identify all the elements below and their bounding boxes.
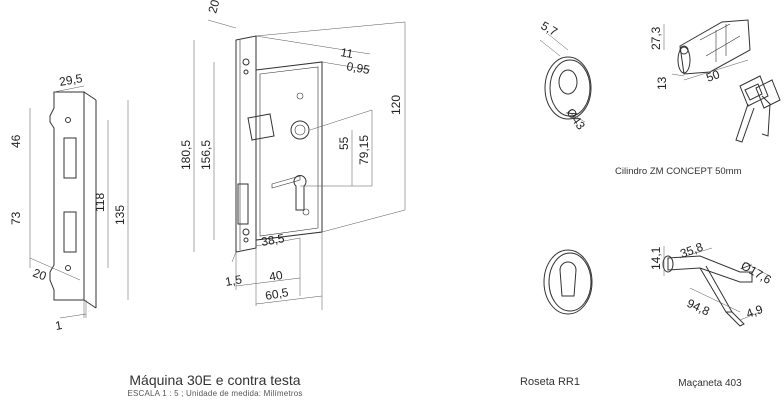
dim-lock-60-5: 60,5 (264, 285, 290, 303)
dim-cylinder-50: 50 (704, 67, 722, 85)
key (735, 75, 781, 143)
dim-cylinder-13: 13 (655, 76, 669, 90)
rosette-round (539, 33, 592, 123)
main-caption: Máquina 30E e contra testa (129, 372, 301, 388)
dim-lock-20: 20 (205, 0, 222, 15)
scale-note: ESCALA 1 : 5 ; Unidade de medida: Milíme… (127, 389, 303, 398)
latch-bolt (247, 113, 275, 141)
dim-lock-1-5: 1,5 (224, 272, 243, 289)
dim-lock-11: 11 (339, 45, 354, 61)
dim-strike-20: 20 (31, 266, 49, 284)
dim-handle-diameter-17-6: Ø17,6 (739, 258, 775, 287)
dim-handle-35-8: 35,8 (678, 240, 705, 261)
strike-upper-slot (63, 137, 77, 179)
dim-lock-38-5: 38,5 (260, 231, 286, 249)
faceplate-bottom-screw (242, 228, 250, 236)
cylinder (663, 19, 751, 81)
dim-lock-120: 120 (389, 95, 403, 115)
roseta-caption: Roseta RR1 (520, 376, 580, 388)
dim-handle-14-1: 14,1 (649, 246, 663, 270)
lock-body (193, 19, 406, 310)
dim-handle-94-8: 94,8 (685, 296, 712, 319)
lock-faceplate (235, 35, 257, 253)
dim-strike-46: 46 (9, 134, 23, 148)
faceplate-top-screw-2 (243, 69, 249, 75)
handle-403 (662, 246, 771, 327)
strike-lower-slot (63, 211, 77, 253)
faceplate-top-screw (242, 58, 250, 66)
dim-strike-135: 135 (113, 205, 127, 225)
dim-rosette-5-7: 5,7 (539, 18, 561, 39)
dim-cylinder-27-3: 27,3 (649, 26, 663, 50)
dim-lock-79-15: 79,15 (357, 135, 371, 165)
dim-lock-180-5: 180,5 (179, 140, 193, 170)
macaneta-caption: Maçaneta 403 (678, 378, 742, 389)
dim-lock-156-5: 156,5 (199, 140, 213, 170)
strike-upper-screw-hole (65, 117, 71, 123)
deadbolt-slot (237, 183, 249, 225)
dim-strike-width: 29,5 (58, 71, 84, 89)
dim-strike-73: 73 (9, 211, 23, 225)
cylinder-hole (293, 175, 307, 211)
follower-hub (290, 120, 310, 140)
strike-lower-screw-hole (65, 265, 71, 271)
dim-lock-095: 0,95 (345, 59, 371, 77)
dim-strike-118: 118 (93, 193, 107, 212)
rosette-rr1 (543, 249, 593, 315)
dim-handle-4-9: 4,9 (744, 302, 765, 321)
faceplate-bottom-screw-2 (243, 237, 249, 243)
dim-lock-55: 55 (337, 136, 351, 150)
dim-strike-1: 1 (54, 318, 63, 333)
dim-lock-40: 40 (268, 268, 284, 284)
cilindro-caption: Cilindro ZM CONCEPT 50mm (615, 166, 742, 177)
strike-plate (29, 85, 129, 319)
lock-case (255, 61, 323, 241)
